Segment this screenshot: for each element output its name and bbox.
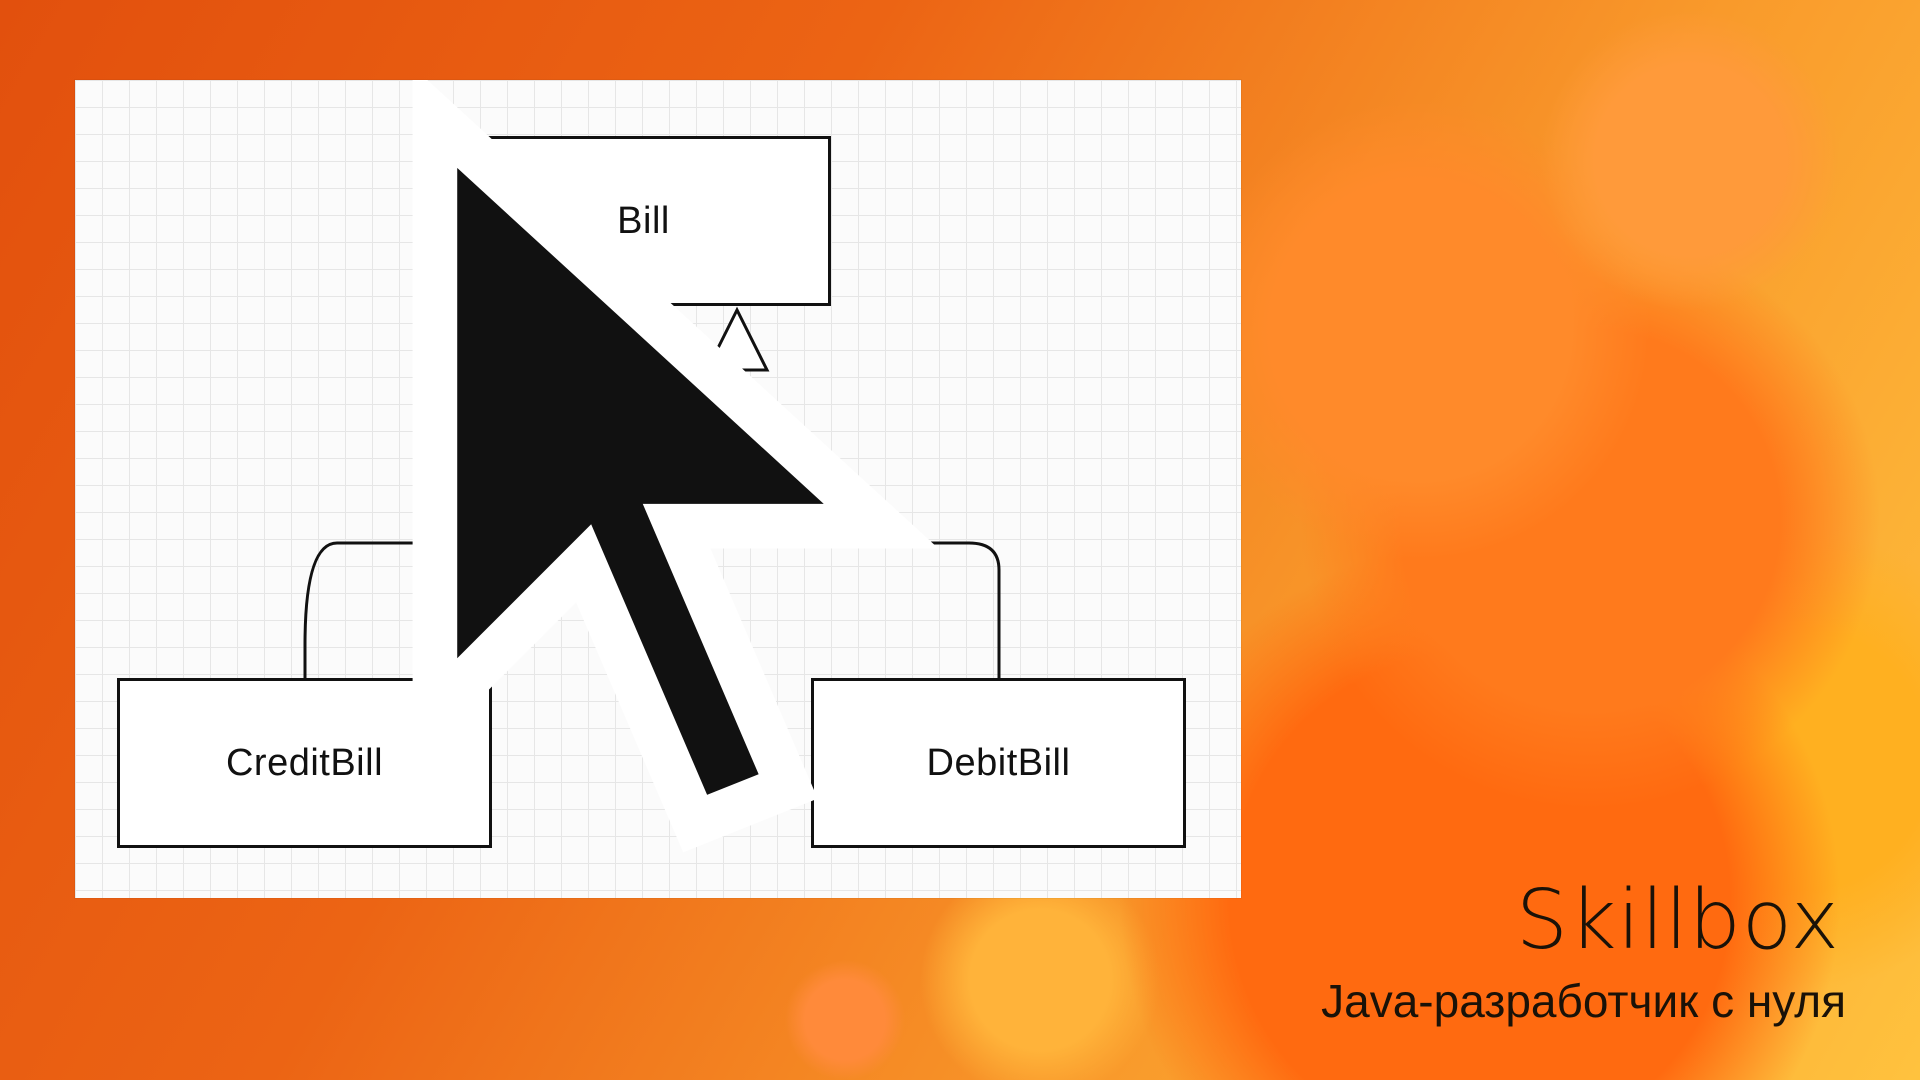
class-label-debitbill: DebitBill <box>926 741 1071 784</box>
diagram-canvas[interactable]: Bill CreditBill DebitBill <box>75 80 1241 898</box>
class-label-creditbill: CreditBill <box>225 741 384 784</box>
brand-block: Skillbox Java-разработчик с нуля <box>1240 873 1846 1029</box>
course-title: Java-разработчик с нуля <box>1321 975 1846 1027</box>
class-label-bill: Bill <box>617 199 670 242</box>
class-box-debitbill[interactable]: DebitBill <box>811 678 1186 848</box>
skillbox-logo: Skillbox <box>1515 873 1840 968</box>
mouse-pointer-icon <box>412 80 939 853</box>
